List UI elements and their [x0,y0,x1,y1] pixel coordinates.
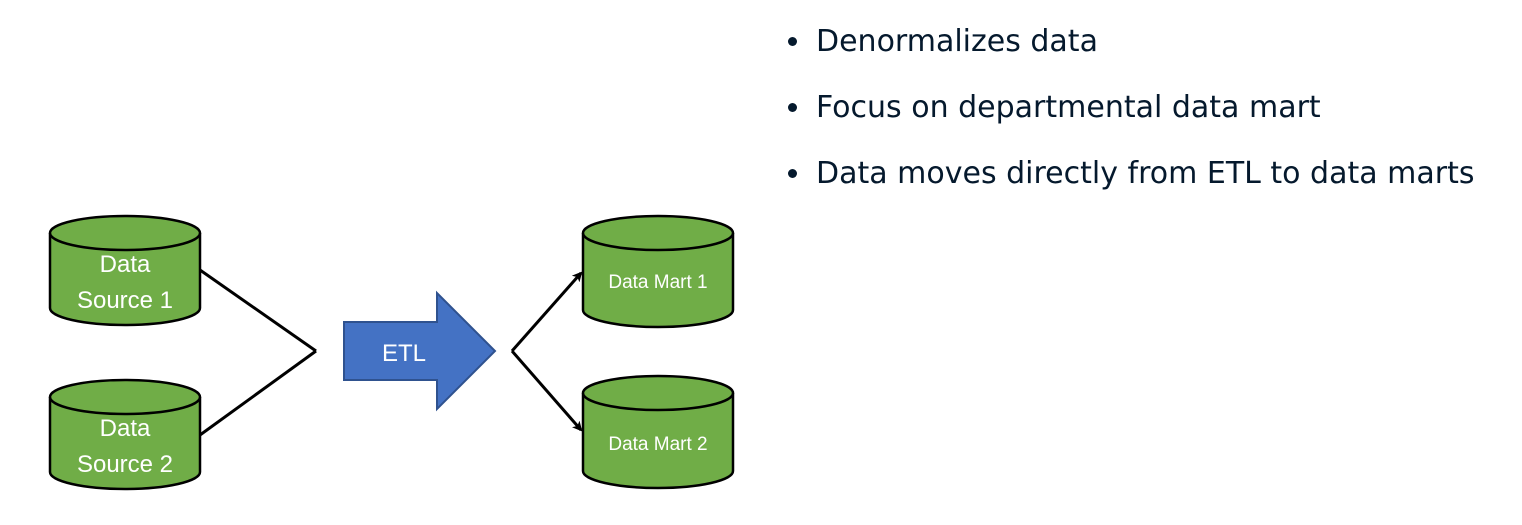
cylinder-top [48,378,202,416]
bullet-item: Focus on departmental data mart [788,84,1475,131]
etl-diagram: Data Source 1 Data Source 2 ETL Data Mar… [48,214,735,491]
bullet-item: Data moves directly from ETL to data mar… [788,150,1475,197]
bullet-dot-icon [788,169,797,178]
data-source-2-label-line1: Data [100,415,151,442]
data-source-1-cylinder: Data Source 1 [48,214,202,327]
bullet-text: Data moves directly from ETL to data mar… [816,156,1475,191]
data-source-2-cylinder: Data Source 2 [48,378,202,491]
cylinder-top [581,214,735,252]
data-source-2-label-line2: Source 2 [77,451,173,478]
connector-source1-etl [199,268,317,353]
cylinder-body [48,233,202,327]
cylinder-top [581,374,735,412]
data-source-1-label-line1: Data [100,251,151,278]
data-mart-2-label: Data Mart 2 [608,434,707,455]
bullet-dot-icon [788,37,797,46]
arrow-etl-mart1 [510,271,583,352]
bullet-dot-icon [788,103,797,112]
data-mart-1-cylinder: Data Mart 1 [581,214,735,329]
etl-arrow-shape [343,290,497,412]
connector-source2-etl [199,349,317,437]
data-mart-2-cylinder: Data Mart 2 [581,374,735,490]
data-source-1-label-line2: Source 1 [77,287,173,314]
cylinder-body [581,393,735,490]
data-mart-1-label: Data Mart 1 [608,272,707,293]
cylinder-body [48,397,202,491]
bullet-list: Denormalizes data Focus on departmental … [788,18,1475,216]
etl-block-arrow: ETL [343,290,497,412]
bullet-text: Denormalizes data [816,24,1098,59]
bullet-text: Focus on departmental data mart [816,90,1321,125]
cylinder-body [581,233,735,329]
arrow-etl-mart2 [510,350,583,432]
cylinder-top [48,214,202,252]
bullet-item: Denormalizes data [788,18,1475,65]
etl-label: ETL [382,340,426,367]
